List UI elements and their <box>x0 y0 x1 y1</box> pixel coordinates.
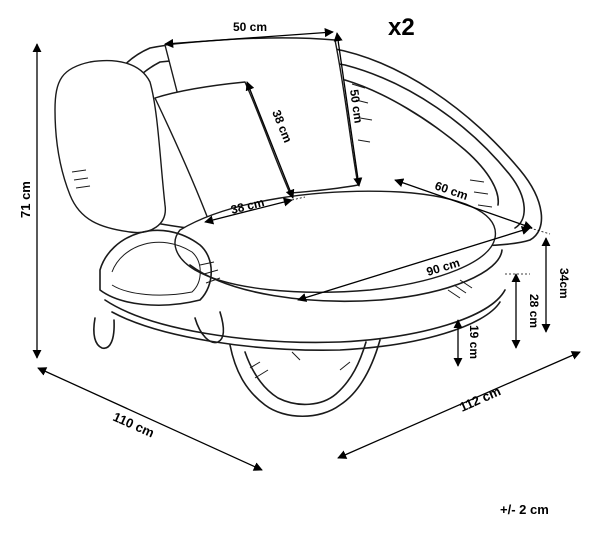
wrap-front <box>199 261 221 284</box>
front-leg-left <box>93 317 115 349</box>
label-cushion-back-height: 50 cm <box>347 88 366 124</box>
label-total-height: 71 cm <box>18 181 33 218</box>
label-depth: 110 cm <box>111 409 157 440</box>
quantity-label: x2 <box>388 14 415 41</box>
tolerance-label: +/- 2 cm <box>500 502 549 517</box>
wrap-base-right <box>447 279 473 299</box>
label-seat-height-34: 34cm <box>557 268 571 299</box>
label-leg-height: 19 cm <box>467 325 481 359</box>
base-ring <box>104 289 506 344</box>
wrap-left <box>71 169 91 189</box>
rim-band-2 <box>469 179 493 208</box>
dimension-lines <box>32 28 581 471</box>
front-leg-right <box>194 311 225 344</box>
label-cushion-back-width: 50 cm <box>233 20 267 34</box>
base-ring-inner <box>111 301 501 351</box>
label-seat-height-28: 28 cm <box>527 294 541 328</box>
base-band <box>249 351 351 379</box>
papasan-chair-illustration <box>54 37 543 418</box>
label-width: 112 cm <box>457 383 503 414</box>
front-frame-inner <box>111 241 201 296</box>
back-cushion-left <box>54 59 166 234</box>
